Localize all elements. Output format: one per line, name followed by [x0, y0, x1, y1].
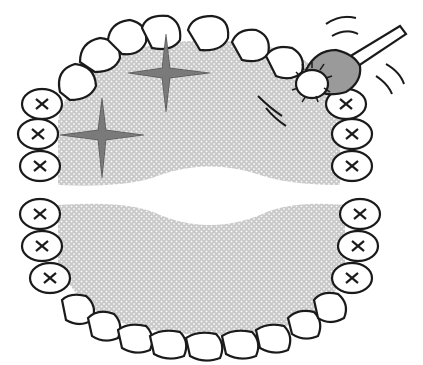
- lower-tooth: [118, 325, 152, 353]
- molar: [20, 151, 60, 181]
- molar: [30, 263, 70, 293]
- lower-tooth: [314, 293, 346, 322]
- lower-tooth: [256, 325, 290, 353]
- lower-tooth: [88, 312, 120, 341]
- molar: [22, 89, 62, 119]
- molar: [332, 263, 372, 293]
- molar: [338, 231, 378, 261]
- upper-left-molars: [18, 89, 62, 181]
- molar: [332, 119, 372, 149]
- molar: [18, 119, 58, 149]
- brush-bristles: [296, 70, 328, 98]
- lower-tooth: [288, 311, 320, 339]
- lower-tooth: [222, 331, 258, 359]
- molar: [20, 199, 60, 229]
- upper-right-molars: [326, 89, 372, 181]
- lower-tooth: [186, 333, 222, 361]
- molar: [340, 199, 380, 229]
- lower-tooth: [150, 331, 186, 359]
- lower-right-molars: [332, 199, 380, 293]
- upper-tooth: [142, 16, 180, 49]
- molar: [22, 231, 62, 261]
- electric-toothbrush: [292, 26, 406, 102]
- molar: [332, 151, 372, 181]
